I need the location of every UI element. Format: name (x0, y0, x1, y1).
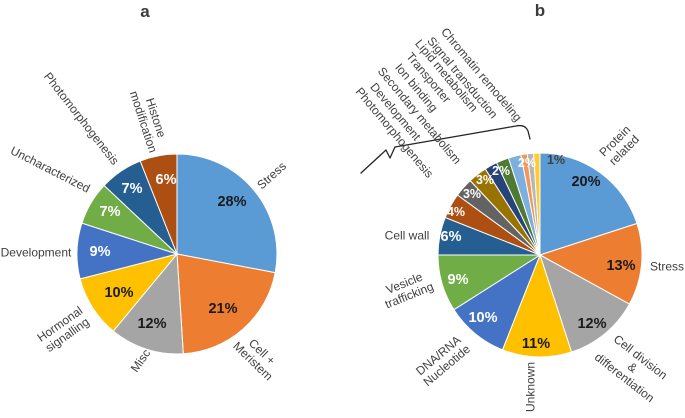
panel-a-title: a (140, 2, 150, 21)
pie-b-pct-unknown: 11% (521, 336, 551, 352)
pie-b-pct-dna-rna-nucleotide: 10% (468, 310, 498, 326)
pie-a-pct-stress: 28% (217, 194, 247, 210)
small-slices-bracket (360, 124, 531, 174)
pie-b-pct-cell-division-differentiation: 12% (577, 316, 607, 332)
pie-a-pct-development: 9% (89, 244, 111, 260)
label-b-stress: Stress (649, 259, 685, 274)
pie-a-pct-misc: 12% (137, 316, 167, 332)
label-a-development: Development (0, 245, 72, 260)
label-b-unknown: Unknown (523, 361, 538, 413)
pie-b-pct-secondary-metabolism: 3% (475, 173, 495, 187)
pie-b-pct-photomorphogenesis: 4% (446, 205, 466, 219)
pie-a-pct-uncharacterized: 7% (99, 204, 121, 220)
pie-a-pct-histone-modification: 6% (155, 172, 177, 188)
pie-b-slice-cell-division-differentiation (539, 253, 631, 353)
pie-a-slice-misc (112, 252, 184, 355)
pie-a-pct-hormonal-signalling: 10% (104, 285, 134, 301)
pie-b-slice-protein-related (539, 152, 638, 256)
pie-b-slice-stress (538, 222, 643, 305)
pie-b-pct-transporter: 2% (517, 156, 537, 170)
panel-b-title: b (534, 1, 546, 20)
pie-a-pct-photomorphogenesis: 7% (121, 181, 143, 197)
label-b-cell-wall: Cell wall (384, 228, 430, 243)
pie-b-slice-unlabeled (533, 152, 541, 256)
pie-b-pct-vesicle-trafficking: 9% (447, 272, 469, 288)
pie-b-slice-unknown (501, 253, 573, 358)
pie-b-pct-cell-wall: 6% (440, 229, 462, 245)
pie-b-pct-protein-related: 20% (571, 174, 601, 190)
pie-a-slice-histone-modification (139, 153, 178, 255)
pie-a-pct-cell-meristem: 21% (208, 301, 238, 317)
pie-b-pct-signal-transduction: 1% (546, 153, 566, 167)
pie-a-slice-cell-meristem (176, 253, 276, 355)
pie-b-pct-ion-binding: 2% (491, 164, 511, 178)
pie-b-pct-stress: 13% (606, 258, 636, 274)
pie-b-pct-development: 3% (462, 187, 482, 201)
pie-a-slice-stress (176, 153, 278, 274)
